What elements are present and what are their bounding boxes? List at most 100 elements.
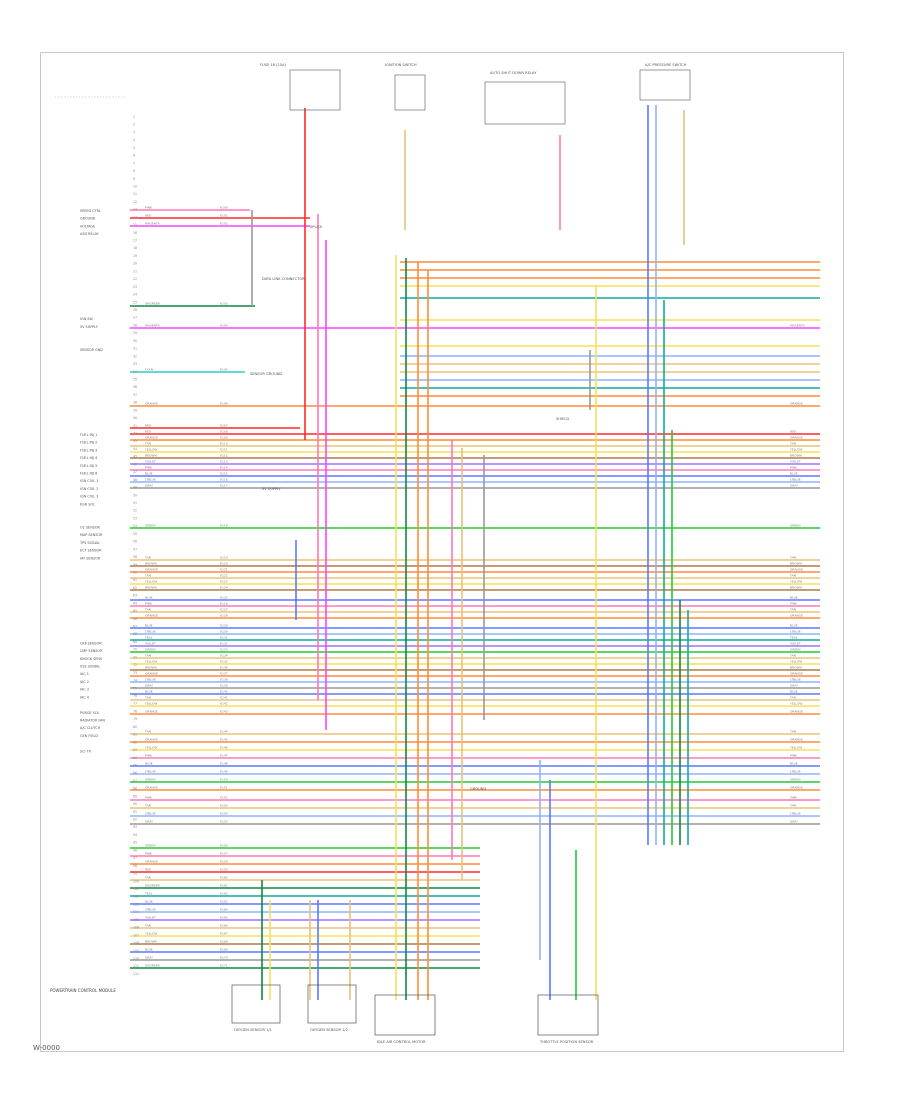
pin-number: 96 (133, 848, 137, 852)
connector-cavity-label: BLUE (790, 690, 798, 694)
pin-number: 18 (133, 246, 137, 250)
connector-cavity-label: BLUE (790, 762, 798, 766)
pin-number: 49 (133, 486, 137, 490)
pin-function-label: SCI TX (80, 749, 92, 753)
pin-number: 100 (133, 879, 139, 883)
pin-number: 112 (133, 972, 139, 976)
pin-number: 86 (133, 771, 137, 775)
wire-circuit-code: K162 (220, 892, 228, 896)
wire-color-code: ORANGE (145, 436, 158, 440)
pin-number: 82 (133, 740, 137, 744)
wire-circuit-code: K140 (220, 690, 228, 694)
pin-number: 109 (133, 949, 139, 953)
wire-color-code: LTBLUE (145, 812, 156, 816)
wire-circuit-code: K109 (220, 436, 228, 440)
wire-circuit-code: K138 (220, 678, 228, 682)
pin-number: 111 (133, 964, 139, 968)
wire-color-code: PINK (145, 602, 153, 606)
wire-circuit-code: K149 (220, 770, 228, 774)
connector-cavity-label: GRAY (790, 484, 798, 488)
connector-cavity-label: BLUE (790, 596, 798, 600)
wire-circuit-code: K169 (220, 948, 228, 952)
pin-number: 36 (133, 385, 137, 389)
wire-circuit-code: K120 (220, 562, 228, 566)
pin-number: 44 (133, 447, 137, 451)
wire-color-code: YELLOW (145, 702, 157, 706)
wire-color-code: ORANGE (145, 672, 158, 676)
pin-number: 4 (133, 138, 135, 142)
wire-color-code: TAN (144, 574, 151, 578)
pin-number: 34 (133, 370, 137, 374)
pin-number: 71 (133, 655, 137, 659)
wire-color-code: ORANGE (145, 710, 158, 714)
pin-number: 40 (133, 416, 137, 420)
connector-cavity-label: ORANGE (790, 738, 803, 742)
diagram-border (40, 52, 844, 1052)
pin-number: 20 (133, 262, 137, 266)
wire-circuit-code: K165 (220, 916, 228, 920)
wire-circuit-code: K160 (220, 876, 228, 880)
pin-number: 62 (133, 586, 137, 590)
pin-number: 37 (133, 393, 137, 397)
pin-function-label: ECT SENSOR (80, 549, 102, 553)
pin-number: 57 (133, 547, 137, 551)
wire-color-code: ORANGE (145, 568, 158, 572)
wire-circuit-code: K150 (220, 778, 228, 782)
source-label: A/C PRESSURE SWITCH (645, 63, 687, 67)
wire-color-code: VIOLET (145, 916, 156, 920)
wire-circuit-code: K132 (220, 642, 228, 646)
wire-circuit-code: K123 (220, 580, 228, 584)
pin-number: 39 (133, 408, 137, 412)
pin-number: 30 (133, 339, 137, 343)
callout-label: 5V SUPPLY (262, 487, 282, 491)
pin-number: 33 (133, 362, 137, 366)
component-label: OXYGEN SENSOR 1/2 (310, 1028, 348, 1032)
source-box (639, 69, 691, 101)
pin-number: 7 (133, 161, 135, 165)
connector-cavity-label: YELLOW (790, 660, 802, 664)
wire-color-code: ORANGE (145, 614, 158, 618)
wire-circuit-code: K156 (220, 844, 228, 848)
wire-color-code: BLUE (145, 596, 153, 600)
wire-circuit-code: K110 (220, 442, 228, 446)
source-box (484, 81, 566, 125)
pin-number: 38 (133, 401, 137, 405)
wire-color-code: GREEN (145, 648, 155, 652)
callout-label: SENSOR GROUND (250, 372, 282, 376)
pin-number: 78 (133, 709, 137, 713)
wire-color-code: RED (145, 430, 152, 434)
pin-number: 75 (133, 686, 137, 690)
pin-number: 92 (133, 818, 137, 822)
wire-color-code: RED (145, 868, 152, 872)
connector-cavity-label: PINK (790, 796, 798, 800)
connector-cavity-label: GRAY (790, 684, 798, 688)
wire-color-code: GRAY (145, 820, 153, 824)
pin-function-label: RADIATOR FAN (80, 719, 105, 723)
wire-color-code: YELLOW (145, 580, 157, 584)
pin-number: 28 (133, 323, 137, 327)
wire-circuit-code: K141 (220, 696, 228, 700)
pin-function-label: ASD RELAY (80, 232, 100, 236)
pin-number: 1 (133, 115, 135, 119)
wire-circuit-code: K131 (220, 636, 228, 640)
pin-number: 70 (133, 648, 137, 652)
pin-number: 51 (133, 501, 137, 505)
connector-cavity-label: TAN (789, 730, 796, 734)
wire-circuit-code: K117 (220, 484, 228, 488)
pin-number: 15 (133, 223, 137, 227)
wire-circuit-code: K139 (220, 684, 228, 688)
wire-circuit-code: K103 (220, 302, 228, 306)
component-box (307, 984, 357, 1024)
source-box (394, 74, 426, 111)
connector-cavity-label: YELLOW (790, 448, 802, 452)
pin-function-label: IGN COIL 2 (80, 487, 98, 491)
pin-function-label: EGR SOL (80, 502, 95, 506)
pin-function-label: IAC 4 (80, 695, 89, 699)
pin-number: 67 (133, 625, 137, 629)
component-label: IDLE AIR CONTROL MOTOR (377, 1040, 426, 1044)
pin-number: 83 (133, 748, 137, 752)
pin-number: 74 (133, 679, 137, 683)
wire-color-code: VIOLET (145, 642, 156, 646)
wire-color-code: BLUE (145, 624, 153, 628)
